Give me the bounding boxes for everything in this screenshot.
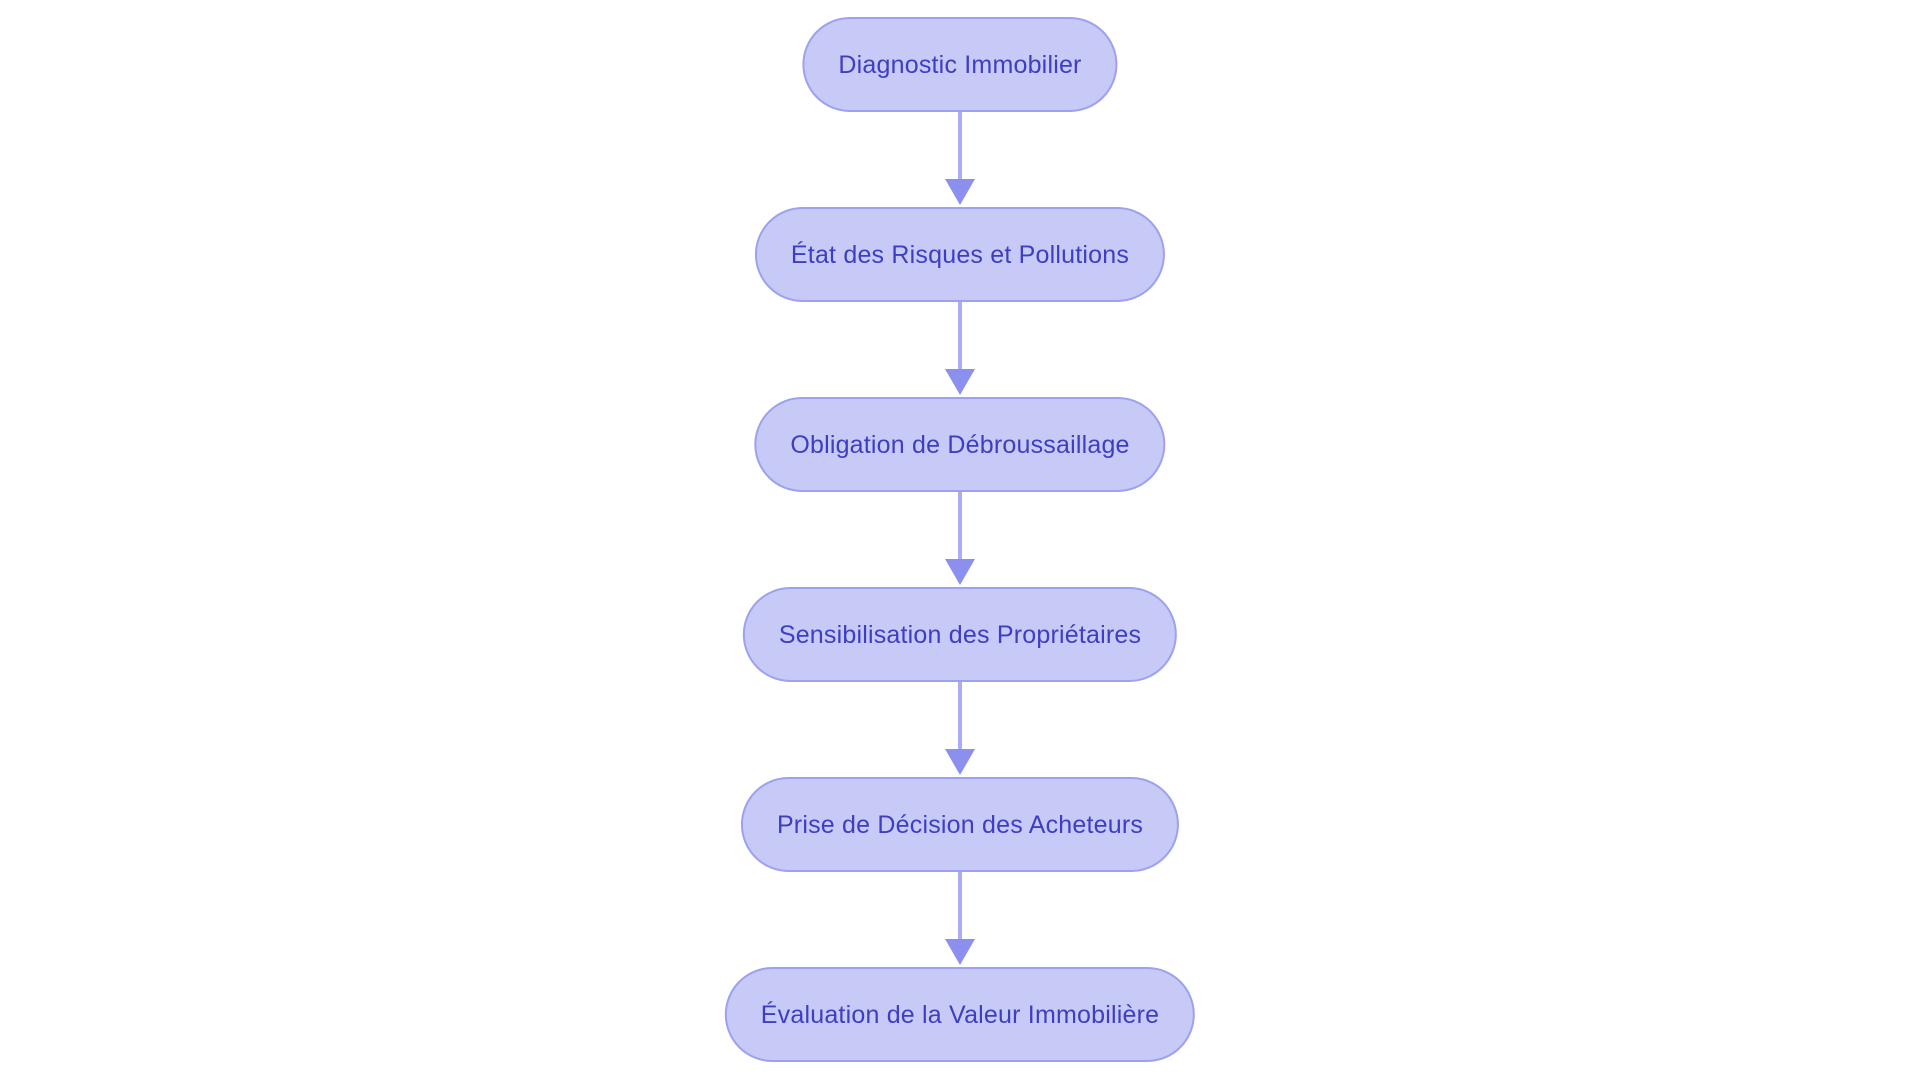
arrow-line xyxy=(958,682,962,749)
flow-node-label: Obligation de Débroussaillage xyxy=(790,431,1130,459)
arrow-down-icon xyxy=(945,179,975,205)
arrow-down-icon xyxy=(945,939,975,965)
flow-node-n6: Évaluation de la Valeur Immobilière xyxy=(724,967,1196,1062)
flow-connector-n4-n5 xyxy=(945,682,975,776)
flow-connector-n2-n3 xyxy=(945,302,975,396)
arrow-down-icon xyxy=(945,369,975,395)
arrow-line xyxy=(958,872,962,939)
flow-node-label: Sensibilisation des Propriétaires xyxy=(778,621,1142,649)
flow-node-n2: État des Risques et Pollutions xyxy=(754,207,1166,302)
flow-node-n4: Sensibilisation des Propriétaires xyxy=(742,587,1178,682)
arrow-down-icon xyxy=(945,559,975,585)
arrow-line xyxy=(958,492,962,559)
flow-node-label: Prise de Décision des Acheteurs xyxy=(776,811,1144,839)
flow-node-label: État des Risques et Pollutions xyxy=(790,241,1130,269)
flow-connector-n5-n6 xyxy=(945,872,975,966)
arrow-line xyxy=(958,112,962,179)
flow-node-n1: Diagnostic Immobilier xyxy=(802,17,1118,112)
flow-connector-n1-n2 xyxy=(945,112,975,206)
flow-connector-n3-n4 xyxy=(945,492,975,586)
arrow-line xyxy=(958,302,962,369)
arrow-down-icon xyxy=(945,749,975,775)
flow-node-n3: Obligation de Débroussaillage xyxy=(754,397,1166,492)
flow-node-n5: Prise de Décision des Acheteurs xyxy=(740,777,1180,872)
flow-node-label: Diagnostic Immobilier xyxy=(838,51,1082,79)
flow-node-label: Évaluation de la Valeur Immobilière xyxy=(760,1001,1160,1029)
